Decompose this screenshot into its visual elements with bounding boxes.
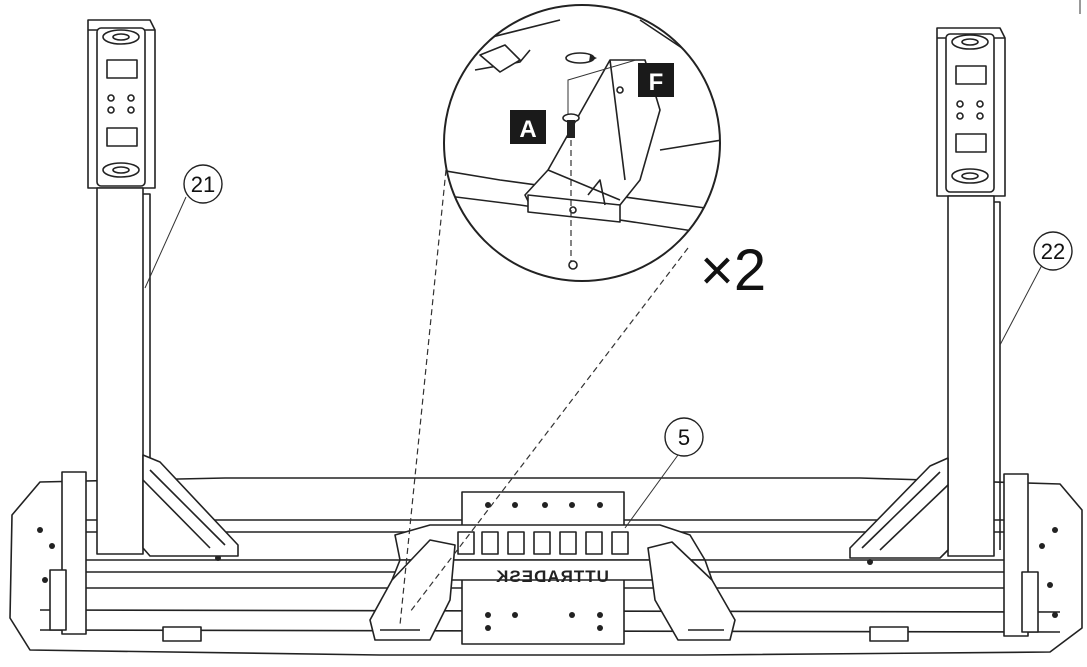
tag-f-label: F: [649, 69, 664, 96]
left-leg: [87, 19, 239, 557]
quantity-label: ×2: [700, 238, 766, 303]
callout-21: 21: [183, 164, 223, 204]
callout-21-label: 21: [191, 172, 215, 197]
center-bracket: UTTRADESK: [369, 524, 736, 641]
tag-f-box: [638, 63, 674, 97]
callout-22: 22: [1033, 231, 1073, 271]
callout-22-label: 22: [1041, 239, 1065, 264]
detail-circle: A F: [443, 4, 721, 282]
projection-line-right: [409, 247, 689, 613]
callout-5-label: 5: [678, 425, 690, 450]
brand-label: UTTRADESK: [495, 567, 609, 586]
tag-a-box: [510, 110, 546, 144]
tag-a-label: A: [519, 116, 536, 143]
right-leg: [849, 27, 1043, 559]
callout-5: 5: [624, 417, 704, 529]
